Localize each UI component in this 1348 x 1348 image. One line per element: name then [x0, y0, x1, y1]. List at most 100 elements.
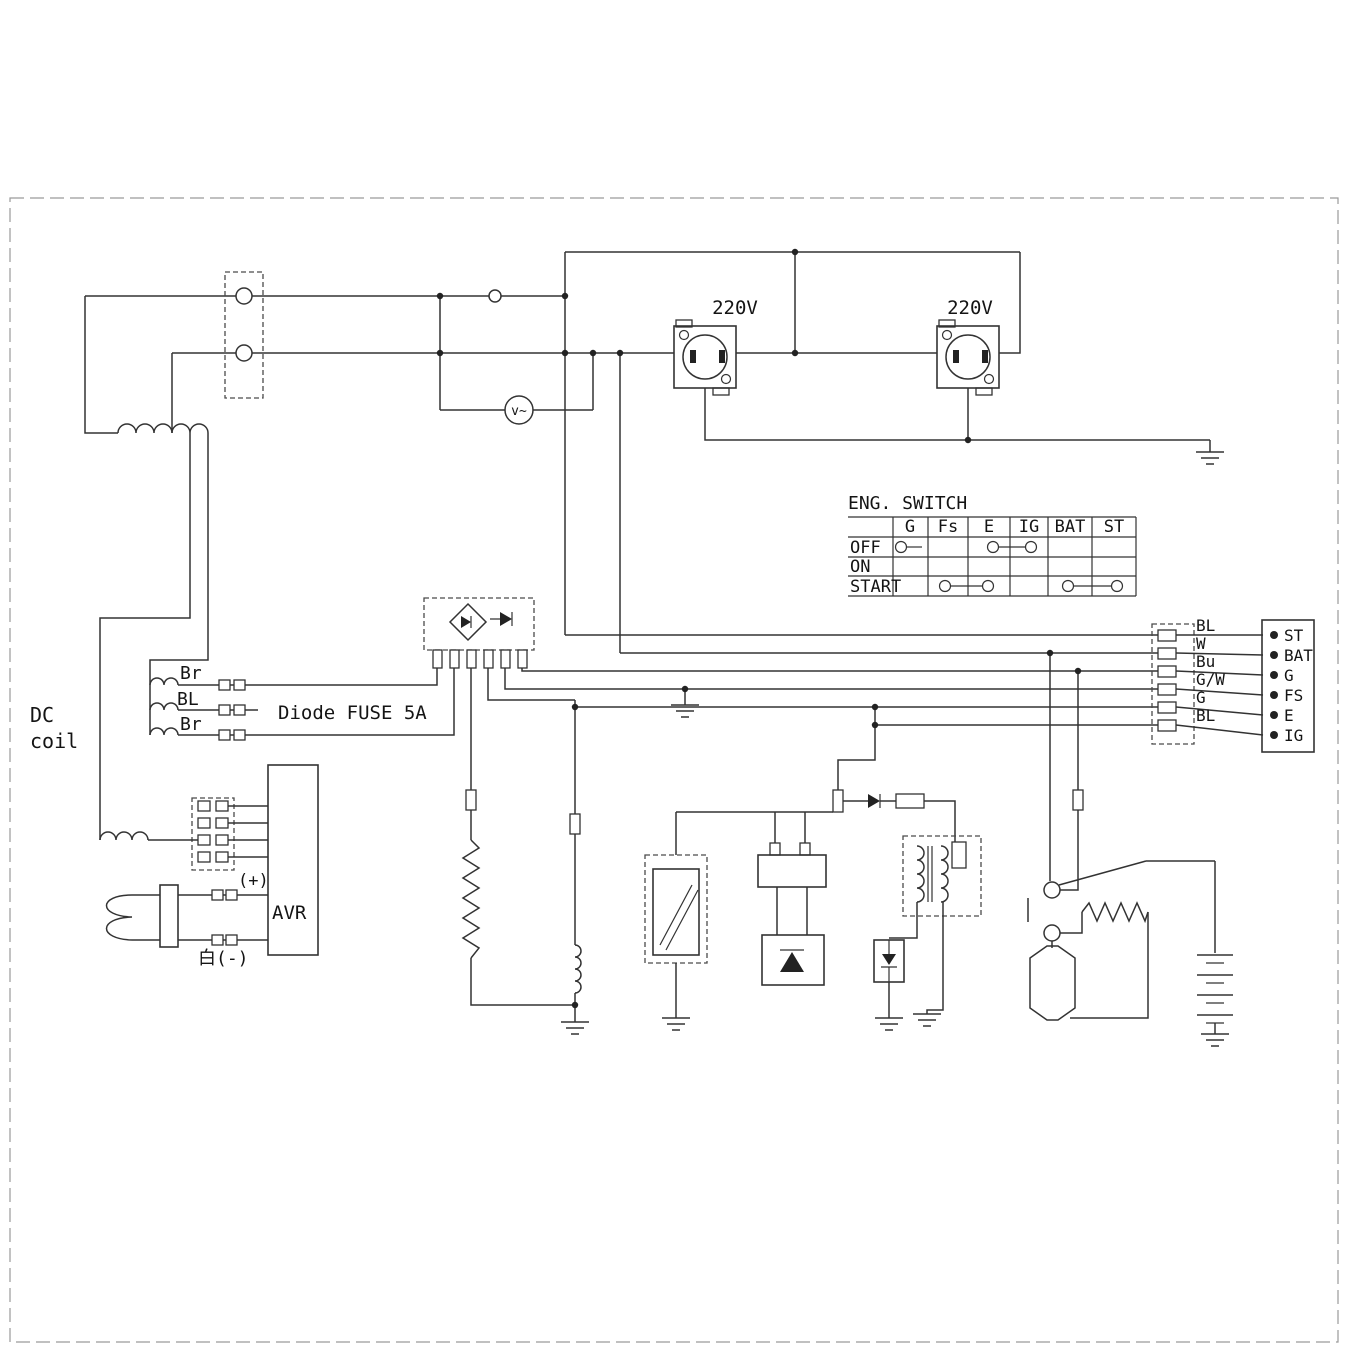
- cdi-body: [652, 868, 700, 956]
- screw-icon: [983, 373, 995, 385]
- dc-coil-label-line1: DC: [30, 703, 54, 727]
- diode-fuse-label: Diode FUSE 5A: [278, 702, 427, 724]
- outlet-slot: [982, 350, 988, 363]
- avr-plus-label: (+): [238, 871, 269, 891]
- outlet-left-voltage-label: 220V: [712, 297, 758, 319]
- relay-contact-circle: [1043, 924, 1061, 942]
- box-diode-triangle: [882, 954, 896, 965]
- starter-wires: [1027, 653, 1216, 1034]
- screw-icon: [941, 329, 953, 341]
- wire-label-bu: Bu: [1196, 652, 1215, 671]
- table-grid: [848, 516, 1137, 597]
- field-inductor: [99, 831, 149, 841]
- coil-terminal: [951, 841, 967, 869]
- top-power-circuit: v~ 220V 220V: [84, 251, 1224, 653]
- rectifier-pins: [432, 649, 528, 669]
- wire-label-gw: G/W: [1196, 670, 1225, 689]
- wire-label-br-bottom: Br: [180, 714, 202, 735]
- wire-connector-6pin: BL W Bu G/W G BL: [1151, 616, 1264, 745]
- mount-tab: [975, 387, 993, 396]
- wire-label-g: G: [1196, 688, 1206, 707]
- junction-dots: [436, 248, 1082, 1009]
- outlet-slot: [953, 350, 959, 363]
- rectifier-housing: [423, 597, 535, 651]
- mount-tab: [712, 387, 730, 396]
- ground-choke-icon: [561, 1021, 589, 1035]
- primary-winding: [916, 845, 925, 903]
- ground-coil-icon: [875, 1017, 903, 1031]
- connector-housing: [224, 271, 264, 399]
- terminal-label-st: ST: [1284, 626, 1304, 645]
- ground-cdi-icon: [662, 1017, 690, 1031]
- outlet-face: [945, 334, 991, 380]
- outlet-slot: [690, 350, 696, 363]
- terminal-block-body: [1261, 619, 1315, 753]
- wire-label-bl-mid: BL: [177, 689, 199, 710]
- inline-connector-pin: [1072, 789, 1084, 811]
- choke-inductor: [574, 944, 582, 994]
- col-header-g: G: [905, 517, 915, 537]
- terminal-label-e: E: [1284, 706, 1294, 725]
- col-header-e: E: [984, 517, 994, 537]
- screw-icon: [678, 329, 690, 341]
- col-header-st: ST: [1104, 517, 1124, 537]
- output-connector: [224, 271, 264, 399]
- terminal-circle: [235, 287, 253, 305]
- avr-connector-pins: [197, 800, 229, 863]
- wire-label-bl1: BL: [1196, 616, 1215, 635]
- mount-tab: [675, 319, 693, 328]
- ignition-module: [676, 707, 956, 986]
- inline-connector-pin: [832, 789, 844, 813]
- relay-contact-circle: [1043, 881, 1061, 899]
- connector-to-terminal-wires: [1175, 634, 1264, 736]
- dc-coil-section: DC coil Br BL Br Diode FUSE 5A: [30, 433, 455, 840]
- wire-label-bl2: BL: [1196, 706, 1215, 725]
- cdi-housing: [644, 854, 708, 964]
- avr-minus-label: 白(-): [198, 948, 249, 969]
- outlet-left: 220V: [673, 297, 758, 396]
- cdi-unit: [644, 812, 708, 1031]
- ignition-coil: [873, 835, 982, 1031]
- row-label-start: START: [850, 577, 901, 597]
- bridge-rectifier-icon: [448, 602, 488, 642]
- col-header-fs: Fs: [938, 517, 958, 537]
- screw-icon: [720, 373, 732, 385]
- series-diode-icon: [868, 794, 880, 808]
- ground-battery-icon: [1201, 1033, 1229, 1047]
- terminal-label-g: G: [1284, 666, 1294, 685]
- outlet-slot: [719, 350, 725, 363]
- diode-icon: [500, 612, 512, 626]
- voltmeter-circle: [504, 395, 534, 425]
- inline-connector-pin: [465, 789, 477, 811]
- relay-coil-spring: [1081, 901, 1149, 924]
- inline-connector-pin: [569, 813, 581, 835]
- dc-coil-windings: [149, 677, 179, 736]
- ground-center-icon: [671, 704, 699, 718]
- voltmeter-label: v~: [511, 404, 527, 419]
- coil-wires: [889, 902, 944, 1014]
- module-pin: [799, 842, 811, 856]
- bridge-diode-glyph: [461, 616, 471, 628]
- bus-wires: [504, 634, 1158, 726]
- ground-coil2-icon: [913, 1013, 941, 1027]
- dc-coil-label-line2: coil: [30, 729, 78, 753]
- row-label-off: OFF: [850, 538, 881, 558]
- wire-segment: [84, 251, 1211, 653]
- diode-bar: [490, 612, 513, 626]
- series-resistor: [895, 793, 925, 809]
- wire-label-br-top: Br: [180, 663, 202, 684]
- fuse-icon: [488, 289, 502, 303]
- module-pin: [769, 842, 781, 856]
- terminal-label-bat: BAT: [1284, 646, 1313, 665]
- row-label-on: ON: [850, 557, 870, 577]
- module-box: [757, 854, 827, 888]
- plug-housing: [159, 884, 179, 948]
- terminal-label-ig: IG: [1284, 726, 1303, 745]
- switch-contacts: [894, 540, 1124, 593]
- starter-section: [1027, 653, 1233, 1047]
- avr-connector-housing: [191, 797, 235, 871]
- scr-triangle: [780, 952, 804, 972]
- terminal-block: ST BAT G FS E IG: [1261, 619, 1315, 753]
